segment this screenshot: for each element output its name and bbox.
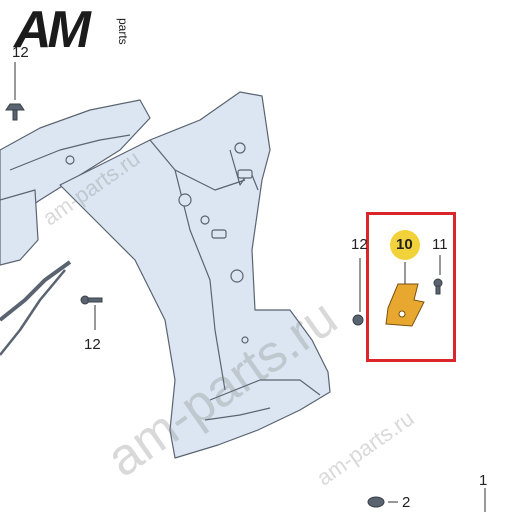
- bolt-right-12-icon: [352, 314, 364, 326]
- panel-detail-5: [204, 407, 271, 421]
- panel-hole-2: [230, 269, 244, 283]
- rail-detail: [9, 134, 131, 171]
- side-bracket-inner: [0, 269, 66, 356]
- callout-10: 10: [396, 236, 413, 253]
- side-bracket: [0, 260, 72, 322]
- bracket-part-10: [385, 283, 425, 327]
- panel-slot-2: [237, 169, 253, 179]
- panel-hole-5: [241, 336, 249, 344]
- panel-detail-4: [209, 379, 321, 401]
- callout-12-top: 12: [12, 44, 29, 61]
- bolt-11-icon: [433, 278, 443, 295]
- logo-sub-text: parts: [116, 18, 130, 45]
- callout-12-left: 12: [84, 336, 101, 353]
- rail-hole: [65, 155, 75, 165]
- highlight-frame: [366, 212, 456, 362]
- panel-detail-2: [174, 169, 226, 391]
- brand-logo: AM parts: [14, 4, 144, 56]
- panel-hole-3: [234, 142, 246, 154]
- panel-hole-1: [178, 193, 192, 207]
- callout-1: 1: [479, 472, 488, 489]
- callout-badge-10: [390, 230, 420, 260]
- callout-2: 2: [402, 494, 411, 511]
- nut-2-icon: [367, 496, 385, 508]
- inner-wheel-housing: [59, 91, 331, 459]
- logo-main-text: AM: [14, 1, 91, 59]
- panel-slot-1: [211, 229, 227, 239]
- callout-11: 11: [432, 236, 448, 253]
- panel-detail-1: [149, 139, 246, 191]
- bolt-left-icon: [80, 295, 103, 305]
- cross-member: [0, 189, 39, 266]
- bolt-top-left-icon: [5, 103, 25, 121]
- callout-12-right: 12: [351, 236, 368, 253]
- panel-hole-4: [200, 215, 210, 225]
